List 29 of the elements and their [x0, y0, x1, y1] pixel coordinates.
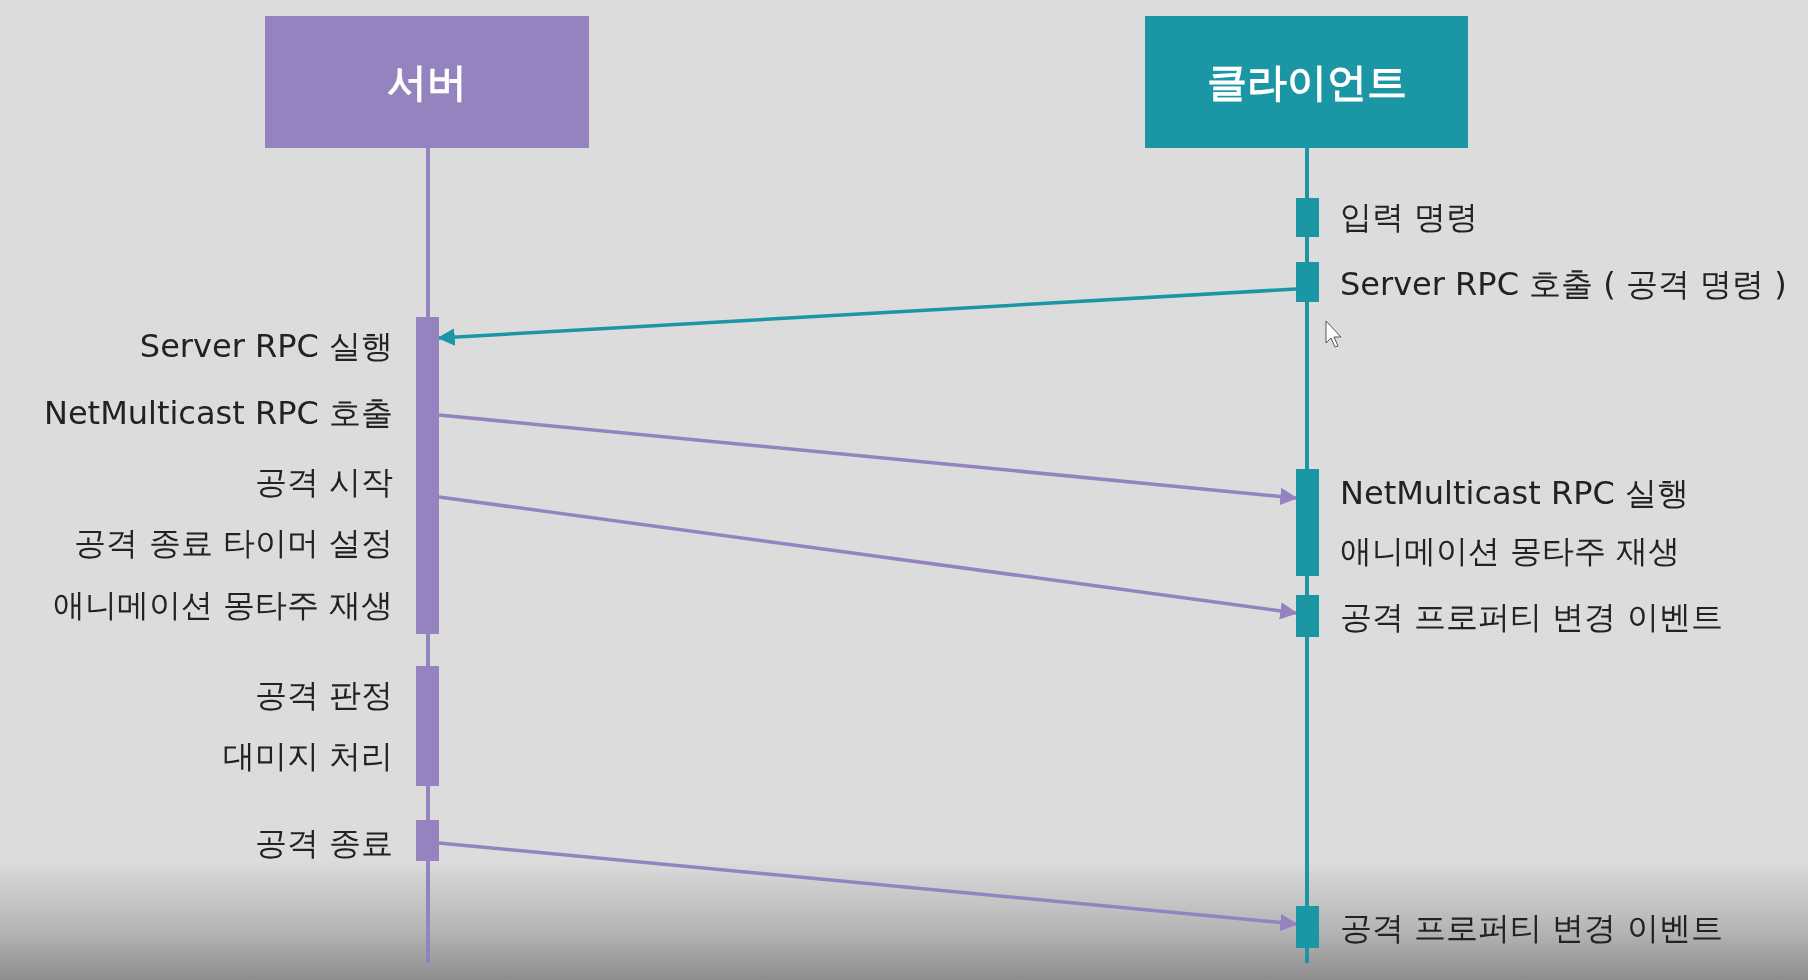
message-arrow — [438, 841, 1298, 932]
step-label: Server RPC 실행 — [139, 326, 393, 366]
message-arrow — [438, 495, 1298, 620]
header-label: 서버 — [387, 57, 467, 107]
step-label: 공격 시작 — [254, 462, 393, 502]
activation-bar — [1296, 595, 1319, 637]
step-label: 공격 판정 — [254, 675, 393, 715]
step-label: 애니메이션 몽타주 재생 — [1340, 531, 1681, 571]
step-label: 공격 종료 타이머 설정 — [74, 523, 393, 563]
activation-bar — [1296, 198, 1319, 237]
message-arrow — [438, 413, 1298, 506]
activation-bar — [416, 820, 439, 861]
step-label: 공격 종료 — [254, 823, 393, 863]
activation-bar — [1296, 906, 1319, 948]
step-label: 공격 프로퍼티 변경 이벤트 — [1340, 908, 1723, 948]
lifeline-header-box — [265, 16, 589, 148]
step-label: NetMulticast RPC 실행 — [1340, 473, 1690, 513]
step-label: 입력 명령 — [1340, 197, 1479, 237]
activation-bar — [1296, 262, 1319, 302]
step-label: 대미지 처리 — [222, 736, 393, 776]
activation-bar — [416, 666, 439, 786]
step-label: 공격 프로퍼티 변경 이벤트 — [1340, 597, 1723, 637]
step-label: 애니메이션 몽타주 재생 — [52, 585, 393, 625]
activation-bar — [416, 317, 439, 634]
lifeline-header-box — [1145, 16, 1468, 148]
step-label: Server RPC 호출 ( 공격 명령 ) — [1340, 264, 1787, 304]
step-label: NetMulticast RPC 호출 — [43, 393, 393, 433]
activation-bar — [1296, 469, 1319, 576]
header-label: 클라이언트 — [1206, 57, 1407, 107]
